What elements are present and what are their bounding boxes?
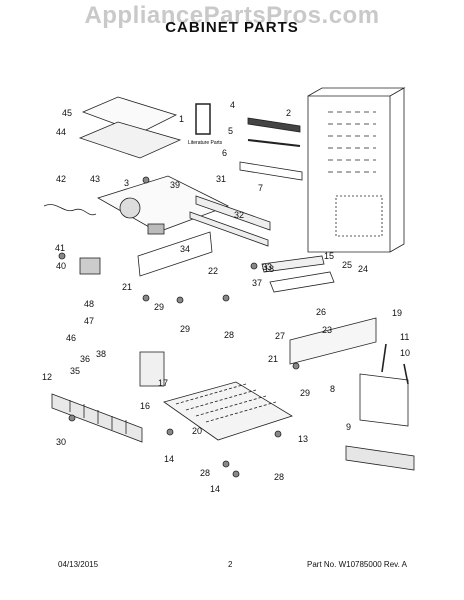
callout-21: 21 bbox=[122, 282, 132, 292]
part-10-rod bbox=[403, 363, 409, 385]
callout-19: 19 bbox=[392, 308, 402, 318]
part-25-heater bbox=[269, 271, 335, 293]
callout-44: 44 bbox=[56, 127, 66, 137]
callout-10: 10 bbox=[400, 348, 410, 358]
part-42-harness bbox=[43, 204, 97, 216]
callout-42: 42 bbox=[56, 174, 66, 184]
callout-13: 13 bbox=[298, 434, 308, 444]
callout-11: 11 bbox=[400, 332, 409, 342]
callout-3: 3 bbox=[124, 178, 129, 188]
callout-4: 4 bbox=[230, 100, 235, 110]
callout-47: 47 bbox=[84, 316, 94, 326]
callout-34: 34 bbox=[180, 244, 190, 254]
callout-26: 26 bbox=[316, 307, 326, 317]
part-17-board bbox=[139, 351, 165, 387]
callout-28: 28 bbox=[200, 468, 210, 478]
part-32-rail bbox=[195, 195, 271, 231]
callout-36: 36 bbox=[80, 354, 90, 364]
fan-grille bbox=[119, 197, 141, 219]
callout-5: 5 bbox=[228, 126, 233, 136]
callout-29: 29 bbox=[154, 302, 164, 312]
literature-label: Literature Parts bbox=[188, 140, 223, 146]
callout-15: 15 bbox=[324, 251, 334, 261]
callout-40: 40 bbox=[56, 261, 66, 271]
part-6-tray bbox=[239, 161, 303, 181]
callout-41: 41 bbox=[55, 243, 65, 253]
footer-date: 04/13/2015 bbox=[58, 560, 99, 569]
callout-32: 32 bbox=[234, 210, 244, 220]
callout-29: 29 bbox=[180, 324, 190, 334]
footer-page: 2 bbox=[228, 560, 233, 569]
part-15-duct bbox=[261, 255, 325, 273]
callout-31: 31 bbox=[216, 174, 226, 184]
part-18-housing bbox=[137, 231, 213, 277]
part-5-rod bbox=[247, 139, 301, 147]
callout-20: 20 bbox=[192, 426, 202, 436]
callout-8: 8 bbox=[330, 384, 335, 394]
callout-18: 18 bbox=[264, 264, 274, 274]
callout-9: 9 bbox=[346, 422, 351, 432]
callout-24: 24 bbox=[358, 264, 368, 274]
part-19-bracket bbox=[289, 317, 377, 365]
callout-28: 28 bbox=[224, 330, 234, 340]
part-8-frame bbox=[359, 373, 409, 427]
callout-7: 7 bbox=[258, 183, 263, 193]
callout-21: 21 bbox=[268, 354, 278, 364]
callout-14: 14 bbox=[164, 454, 174, 464]
callout-35: 35 bbox=[70, 366, 80, 376]
callout-2: 2 bbox=[286, 108, 291, 118]
callout-6: 6 bbox=[222, 148, 227, 158]
callout-17: 17 bbox=[158, 378, 168, 388]
footer-part-rev: Part No. W10785000 Rev. A bbox=[307, 560, 407, 569]
part-2-cabinet bbox=[307, 95, 391, 253]
callout-43: 43 bbox=[90, 174, 100, 184]
callout-46: 46 bbox=[66, 333, 76, 343]
callout-29: 29 bbox=[300, 388, 310, 398]
callout-27: 27 bbox=[275, 331, 285, 341]
callout-45: 45 bbox=[62, 108, 72, 118]
callout-38: 38 bbox=[96, 349, 106, 359]
callout-37: 37 bbox=[252, 278, 262, 288]
callout-16: 16 bbox=[140, 401, 150, 411]
callout-14: 14 bbox=[210, 484, 220, 494]
part-12-grille bbox=[51, 393, 143, 443]
callout-28: 28 bbox=[274, 472, 284, 482]
part-4-channel bbox=[247, 117, 301, 133]
part-40-motor bbox=[79, 257, 101, 275]
callout-23: 23 bbox=[322, 325, 332, 335]
callout-39: 39 bbox=[170, 180, 180, 190]
part-11-rod bbox=[381, 343, 387, 373]
callout-25: 25 bbox=[342, 260, 352, 270]
part-44-panel bbox=[78, 121, 182, 159]
watermark: AppliancePartsPros.com bbox=[84, 2, 380, 29]
page-title: CABINET PARTS bbox=[165, 19, 299, 36]
callout-1: 1 bbox=[179, 114, 184, 124]
callout-12: 12 bbox=[42, 372, 52, 382]
callout-30: 30 bbox=[56, 437, 66, 447]
part-13-grate bbox=[163, 381, 293, 441]
callout-33: 33 bbox=[262, 262, 272, 272]
callout-48: 48 bbox=[84, 299, 94, 309]
part-1-literature bbox=[195, 103, 211, 135]
part-9-toe bbox=[345, 445, 415, 471]
callout-22: 22 bbox=[208, 266, 218, 276]
